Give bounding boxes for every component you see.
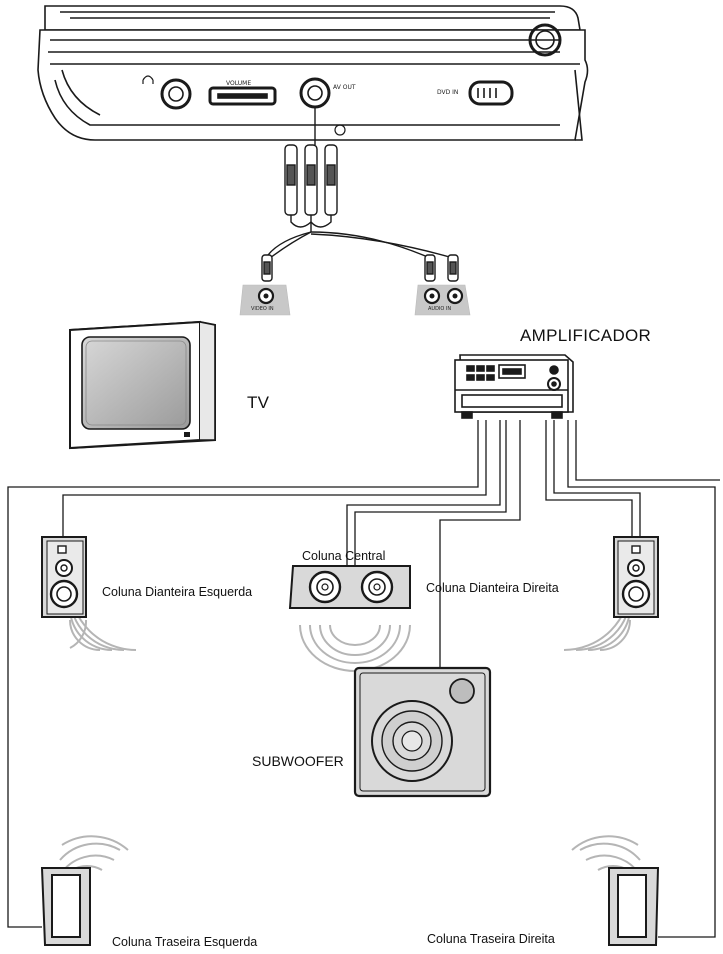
front-left-speaker	[41, 536, 87, 618]
av-cable	[261, 107, 459, 282]
rear-right-speaker-label: Coluna Traseira Direita	[427, 932, 555, 946]
speaker-wires	[7, 420, 720, 938]
audio-in-jacks	[414, 284, 471, 316]
front-left-speaker-label: Coluna Dianteira Esquerda	[102, 585, 253, 599]
subwoofer-label: SUBWOOFER	[252, 753, 344, 769]
video-in-jack-label: VIDEO IN	[251, 306, 274, 312]
dvd-in-port-label: DVD IN	[437, 89, 459, 96]
rear-left-speaker-label: Coluna Traseira Esquerda	[112, 935, 258, 949]
amplifier-icon	[454, 354, 574, 419]
amplifier-label: AMPLIFICADOR	[520, 326, 652, 345]
av-out-port-label: AV OUT	[333, 84, 356, 91]
sound-waves	[59, 583, 641, 876]
tv-icon	[68, 320, 216, 450]
rear-left-speaker	[40, 867, 91, 946]
dvd-player	[37, 5, 589, 141]
video-in-jack	[239, 284, 291, 316]
rear-right-speaker	[608, 867, 660, 946]
front-right-speaker	[613, 536, 659, 618]
center-speaker-label: Coluna Central	[302, 549, 386, 563]
volume-port-label: VOLUME	[226, 80, 252, 87]
audio-in-jack-label: AUDIO IN	[428, 306, 452, 312]
center-speaker	[288, 565, 411, 609]
front-right-speaker-label: Coluna Dianteira Direita	[426, 581, 559, 595]
subwoofer-speaker	[353, 666, 492, 798]
tv-label: TV	[247, 393, 270, 412]
